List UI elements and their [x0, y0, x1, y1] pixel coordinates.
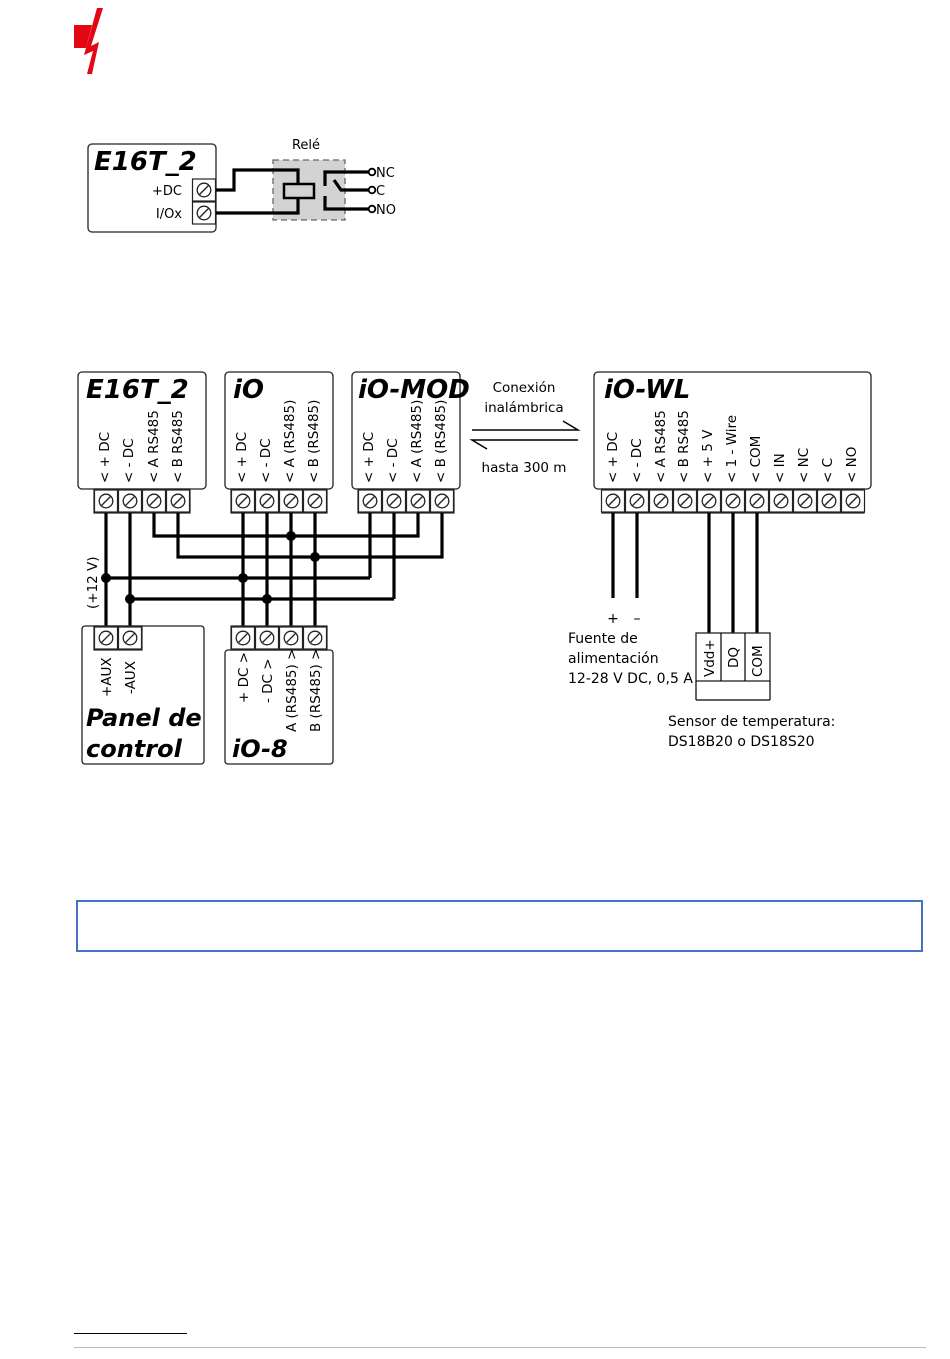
io8-title: iO-8	[232, 735, 288, 763]
pin-label: < NO	[844, 447, 860, 483]
panel-pin-aux-minus: -AUX	[123, 661, 139, 694]
pin-label: A (RS485) >	[284, 649, 300, 732]
panel-pin-aux-plus: +AUX	[99, 657, 115, 697]
pin-label: < - DC	[385, 438, 401, 483]
module-io-wl: iO-WL < + DC < - DC < A RS485 < B RS485 …	[593, 371, 872, 514]
relay-terminal-iox: I/Ox	[156, 207, 182, 222]
sensor-pin-com: COM	[750, 645, 766, 677]
sensor-label-1: Sensor de temperatura:	[668, 714, 835, 730]
pin-label: < A RS485	[146, 410, 162, 483]
pin-label: B (RS485) >	[308, 649, 324, 732]
sensor-pin-dq: DQ	[726, 647, 742, 668]
relay-device-title: E16T_2	[94, 147, 197, 177]
footnote-separator	[74, 1333, 187, 1334]
pin-label: < A RS485	[653, 410, 669, 483]
bus-diagram: E16T_2 < + DC < - DC < A RS485 < B RS485…	[77, 371, 872, 765]
control-panel: +AUX -AUX Panel de control	[81, 625, 205, 765]
pin-label: < - DC	[629, 438, 645, 483]
pin-label: < + DC	[605, 432, 621, 483]
panel-title-2: control	[86, 735, 183, 763]
pin-label: < + DC	[97, 432, 113, 483]
pin-label: - DC >	[260, 658, 276, 703]
relay-output-no: NO	[376, 203, 396, 218]
pin-label: < B RS485	[676, 410, 692, 483]
module-title: iO-MOD	[358, 375, 470, 405]
pin-label: < 1 - Wire	[724, 415, 740, 483]
module-io-mod: iO-MOD < + DC < - DC < A (RS485) < B (RS…	[351, 371, 470, 514]
pin-label: < - DC	[121, 438, 137, 483]
pin-label: < + 5 V	[700, 429, 716, 483]
voltage-label: (+12 V)	[85, 556, 101, 609]
sensor-label-2: DS18B20 o DS18S20	[668, 734, 815, 750]
pin-label: < - DC	[258, 438, 274, 483]
pin-label: < + DC	[361, 432, 377, 483]
wireless-label-2: inalámbrica	[484, 400, 563, 416]
module-title: E16T_2	[86, 375, 189, 405]
wireless-label-1: Conexión	[493, 380, 556, 396]
pin-label: < B (RS485)	[306, 400, 322, 483]
relay-output-c: C	[376, 184, 385, 199]
relay-output-nc: NC	[376, 166, 395, 181]
panel-title-1: Panel de	[86, 704, 202, 732]
temperature-sensor: Vdd+ DQ COM Sensor de temperatura: DS18B…	[668, 513, 835, 750]
module-title: iO-WL	[604, 375, 690, 405]
relay-diagram: E16T_2 +DC I/Ox Relé NC C NO	[87, 138, 396, 233]
pin-label: < B RS485	[170, 410, 186, 483]
module-title: iO	[233, 375, 264, 405]
bus-wires	[101, 513, 444, 626]
module-io: iO < + DC < - DC < A (RS485) < B (RS485)	[224, 371, 334, 514]
pin-label: + DC >	[236, 652, 252, 703]
relay-terminal-dc: +DC	[152, 184, 182, 199]
power-plus: +	[607, 611, 619, 627]
pin-label: < + DC	[234, 432, 250, 483]
power-supply: + – Fuente de alimentación 12-28 V DC, 0…	[568, 513, 693, 687]
wireless-link: Conexión inalámbrica hasta 300 m	[469, 380, 581, 476]
page-bottom-rule	[74, 1347, 926, 1348]
pin-label: < IN	[772, 453, 788, 483]
power-label-1: Fuente de	[568, 631, 638, 647]
relay-label: Relé	[292, 138, 320, 153]
wireless-range: hasta 300 m	[482, 460, 567, 476]
pin-label: < A (RS485)	[282, 400, 298, 483]
power-label-2: alimentación	[568, 651, 659, 667]
pin-label: < NC	[796, 448, 812, 483]
power-label-3: 12-28 V DC, 0,5 A	[568, 671, 693, 687]
pin-label: < B (RS485)	[433, 400, 449, 483]
pin-label: < COM	[748, 436, 764, 483]
pin-label: < C	[820, 458, 836, 483]
module-io8: + DC > - DC > A (RS485) > B (RS485) > iO…	[224, 625, 334, 765]
sensor-pin-vdd: Vdd+	[702, 639, 718, 677]
power-minus: –	[634, 611, 641, 627]
logo-icon	[74, 8, 103, 74]
note-box	[76, 900, 923, 952]
module-e16t2: E16T_2 < + DC < - DC < A RS485 < B RS485	[77, 371, 207, 514]
pin-label: < A (RS485)	[409, 400, 425, 483]
